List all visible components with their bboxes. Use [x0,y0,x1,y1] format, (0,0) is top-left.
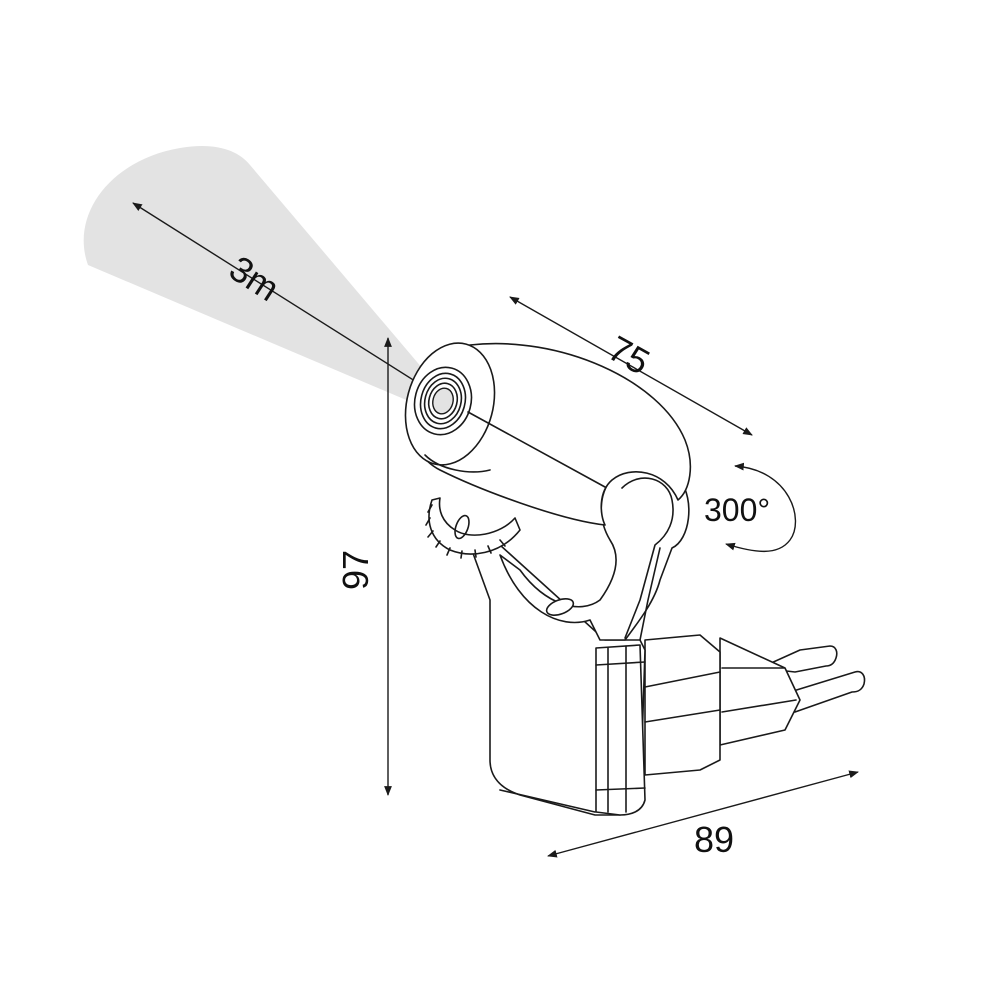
lens-center [432,387,454,415]
beam-distance-dimension-line [132,202,446,401]
spotlight-head [404,342,692,526]
rotation-arrow-arc [725,462,797,553]
height-label: 97 [335,549,376,590]
tilt-knob [425,497,521,559]
housing [469,544,646,816]
plug-body [644,634,801,776]
swivel-yoke [499,464,690,641]
depth-dimension-line [547,770,859,858]
head-length-dimension-line [509,296,753,436]
depth-label: 89 [694,819,735,860]
rotation-label: 300° [704,492,771,528]
